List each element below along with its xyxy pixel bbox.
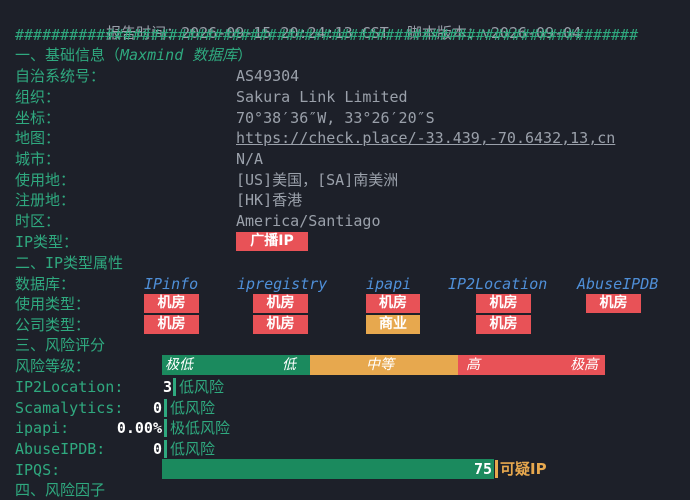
db-abuseipdb: AbuseIPDB [577,275,659,293]
usage-abuseipdb: 机房 [586,294,641,313]
report-header: 报告时间：2026-09-15 20:24:13 CST 脚本版本：v2026-… [88,3,581,42]
score-bar-ipqs [162,459,494,479]
org-label: 组织： [15,88,61,106]
section-risk-factors-title: 四、风险因子 [15,481,106,499]
registered-label: 注册地： [15,191,76,209]
level-very-high: 极高 [570,357,598,373]
usage-ipapi: 机房 [366,294,420,313]
score-value-scamalytics: 0 [152,399,162,417]
divider: ########################################… [15,26,639,44]
db-ip2location: IP2Location [448,275,548,293]
score-marker-ip2location [173,378,176,396]
level-medium: 中等 [366,357,394,373]
score-text-abuseipdb: 低风险 [170,440,216,458]
section-basic-info-title: 一、基础信息（Maxmind 数据库） [15,45,252,65]
risk-scale-medium [310,355,458,375]
company-ipapi: 商业 [366,315,420,334]
section-title-text: 一、基础信息（ [15,46,121,64]
score-label-ipapi: ipapi: [15,419,70,437]
ip-type-label: IP类型： [15,233,79,251]
score-label-ip2location: IP2Location: [15,378,124,396]
timezone-label: 时区： [15,212,61,230]
company-ipregistry: 机房 [253,315,308,334]
risk-scale-high [458,355,605,375]
usage-type-label: 使用类型： [15,295,91,313]
level-very-low: 极低 [165,357,193,373]
registered-value: [HK]香港 [236,191,303,209]
usage-place-label: 使用地： [15,171,76,189]
db-ipinfo: IPinfo [144,275,199,293]
score-text-ipapi: 极低风险 [170,419,231,437]
usage-place-value: [US]美国，[SA]南美洲 [236,171,399,189]
company-ipinfo: 机房 [144,315,199,334]
level-low: 低 [282,357,296,373]
map-label: 地图： [15,129,61,147]
score-value-ipqs: 75 [473,460,492,478]
score-marker-ipapi [164,419,167,437]
script-version: v2026-09-04 [481,24,582,42]
city-label: 城市： [15,150,61,168]
org-value: Sakura Link Limited [236,88,408,106]
db-ipregistry: ipregistry [237,275,328,293]
coords-value: 70°38′36″W, 33°26′20″S [236,109,435,127]
section-ip-type-title: 二、IP类型属性 [15,254,124,272]
maxmind-source: Maxmind 数据库 [120,46,238,64]
risk-level-label: 风险等级： [15,357,91,375]
company-ip2location: 机房 [476,315,531,334]
score-marker-scamalytics [164,399,167,417]
asn-label: 自治系统号： [15,67,106,85]
score-label-scamalytics: Scamalytics: [15,399,124,417]
score-text-ipqs: 可疑IP [500,460,547,478]
score-label-ipqs: IPQS: [15,461,61,479]
usage-ipinfo: 机房 [144,294,199,313]
usage-ip2location: 机房 [476,294,531,313]
score-value-ip2location: 3 [162,378,172,396]
db-ipapi: ipapi [366,275,412,293]
level-high: 高 [466,357,480,373]
score-value-abuseipdb: 0 [152,440,162,458]
city-value: N/A [236,150,264,168]
report-time: 2026-09-15 20:24:13 CST [181,24,389,42]
map-link[interactable]: https://check.place/-33.439,-70.6432,13,… [236,129,616,147]
section-title-end: ） [237,46,253,64]
usage-ipregistry: 机房 [253,294,308,313]
score-text-ip2location: 低风险 [179,378,225,396]
company-type-label: 公司类型： [15,316,91,334]
script-version-label: 脚本版本： [406,24,482,42]
asn-value: AS49304 [236,67,300,85]
timezone-value: America/Santiago [236,212,381,230]
score-label-abuseipdb: AbuseIPDB: [15,440,106,458]
score-marker-abuseipdb [164,440,167,458]
coords-label: 坐标： [15,109,61,127]
score-marker-ipqs [495,460,498,478]
report-time-label: 报告时间： [106,24,182,42]
section-risk-score-title: 三、风险评分 [15,336,106,354]
score-text-scamalytics: 低风险 [170,399,216,417]
score-value-ipapi: 0.00% [116,419,162,437]
ip-type-badge: 广播IP [236,232,308,251]
db-label: 数据库： [15,275,76,293]
risk-scale-low [162,355,310,375]
